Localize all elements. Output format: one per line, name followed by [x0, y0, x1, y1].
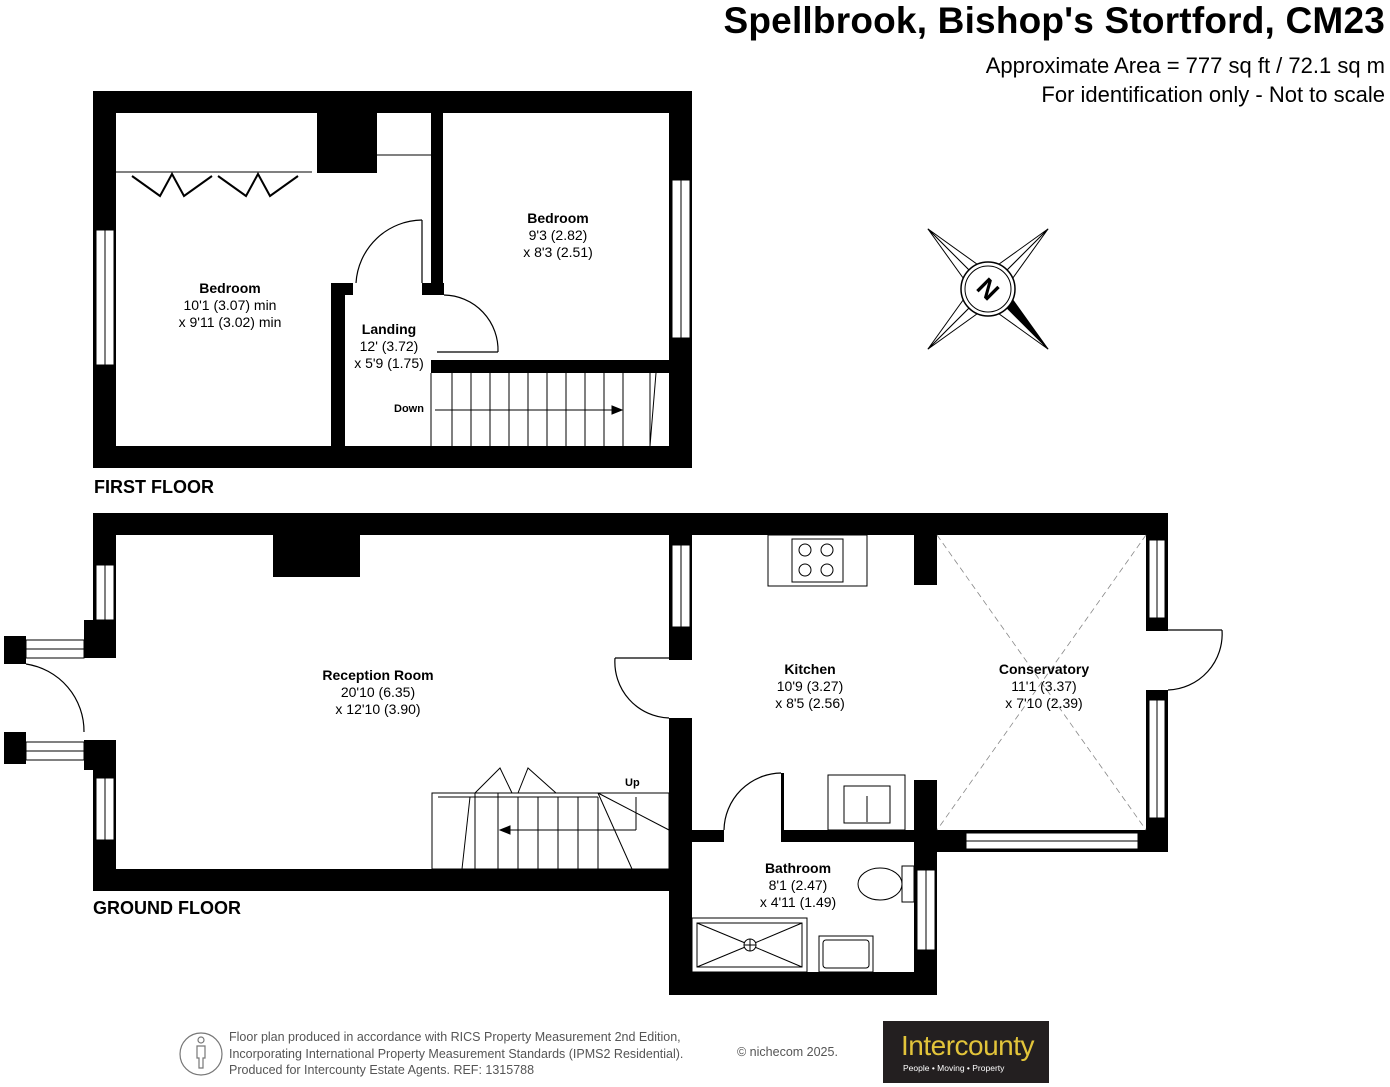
room-dimension: x 12'10 (3.90): [335, 701, 421, 717]
first-floor-windows: [95, 179, 691, 366]
room-name: Bedroom: [199, 280, 261, 296]
room-dimension: 12' (3.72): [359, 338, 419, 354]
room-dimension: 8'1 (2.47): [768, 877, 828, 893]
room-dimension: x 5'9 (1.75): [354, 355, 424, 371]
ground-floor-windows: [25, 539, 1166, 951]
room-bedroom-1: Bedroom 10'1 (3.07) min x 9'11 (3.02) mi…: [179, 280, 282, 331]
intercounty-logo: Intercounty People • Moving • Property: [883, 1021, 1049, 1083]
first-floor-stairs: [430, 372, 657, 447]
first-floor-details: [116, 154, 499, 353]
room-name: Reception Room: [322, 667, 434, 683]
footer-line: Incorporating International Property Mea…: [229, 1046, 684, 1061]
room-dimension: x 8'5 (2.56): [775, 695, 845, 711]
ground-floor-doors: [25, 629, 1223, 831]
room-name: Bathroom: [764, 860, 832, 876]
person-icon: [179, 1032, 223, 1076]
footer-notes: Floor plan produced in accordance with R…: [229, 1029, 683, 1079]
compass-icon: [927, 228, 1049, 350]
ground-floor-stairs: [431, 767, 670, 870]
room-name: Bedroom: [527, 210, 589, 226]
room-dimension: x 9'11 (3.02) min: [178, 314, 282, 330]
room-dimension: 10'9 (3.27): [776, 678, 844, 694]
room-bathroom: Bathroom 8'1 (2.47) x 4'11 (1.49): [760, 860, 836, 911]
room-dimension: 9'3 (2.82): [528, 227, 588, 243]
conservatory-roof: [936, 534, 1147, 831]
fixtures: [691, 534, 915, 973]
disclaimer: For identification only - Not to scale: [1041, 82, 1385, 107]
approximate-area: Approximate Area = 777 sq ft / 72.1 sq m: [985, 53, 1385, 78]
room-dimension: x 4'11 (1.49): [759, 894, 837, 910]
page-title: Spellbrook, Bishop's Stortford, CM23: [723, 0, 1385, 41]
room-reception: Reception Room 20'10 (6.35) x 12'10 (3.9…: [322, 667, 433, 718]
stairs-down-label: Down: [394, 403, 424, 415]
room-dimension: x 7'10 (2.39): [1005, 695, 1083, 711]
copyright: © nichecom 2025.: [737, 1045, 838, 1059]
logo-brand: Intercounty: [901, 1030, 1035, 1061]
room-kitchen: Kitchen 10'9 (3.27) x 8'5 (2.56): [775, 661, 845, 712]
room-dimension: x 8'3 (2.51): [523, 244, 593, 260]
room-landing: Landing 12' (3.72) x 5'9 (1.75): [354, 321, 424, 372]
room-name: Conservatory: [998, 661, 1090, 677]
first-floor-label: FIRST FLOOR: [94, 477, 214, 497]
room-name: Kitchen: [784, 661, 836, 677]
room-name: Landing: [361, 321, 417, 337]
ground-floor-walls: [4, 513, 1168, 995]
footer-line: Floor plan produced in accordance with R…: [229, 1030, 681, 1044]
stairs-up-label: Up: [625, 777, 640, 789]
room-dimension: 20'10 (6.35): [340, 684, 416, 700]
room-dimension: 11'1 (3.37): [1011, 678, 1077, 694]
room-dimension: 10'1 (3.07) min: [183, 297, 277, 313]
room-bedroom-2: Bedroom 9'3 (2.82) x 8'3 (2.51): [523, 210, 593, 261]
ground-floor-label: GROUND FLOOR: [93, 898, 241, 918]
footer-line: Produced for Intercounty Estate Agents. …: [229, 1063, 535, 1077]
logo-tagline: People • Moving • Property: [903, 1063, 1005, 1073]
room-conservatory: Conservatory 11'1 (3.37) x 7'10 (2.39): [999, 661, 1089, 712]
